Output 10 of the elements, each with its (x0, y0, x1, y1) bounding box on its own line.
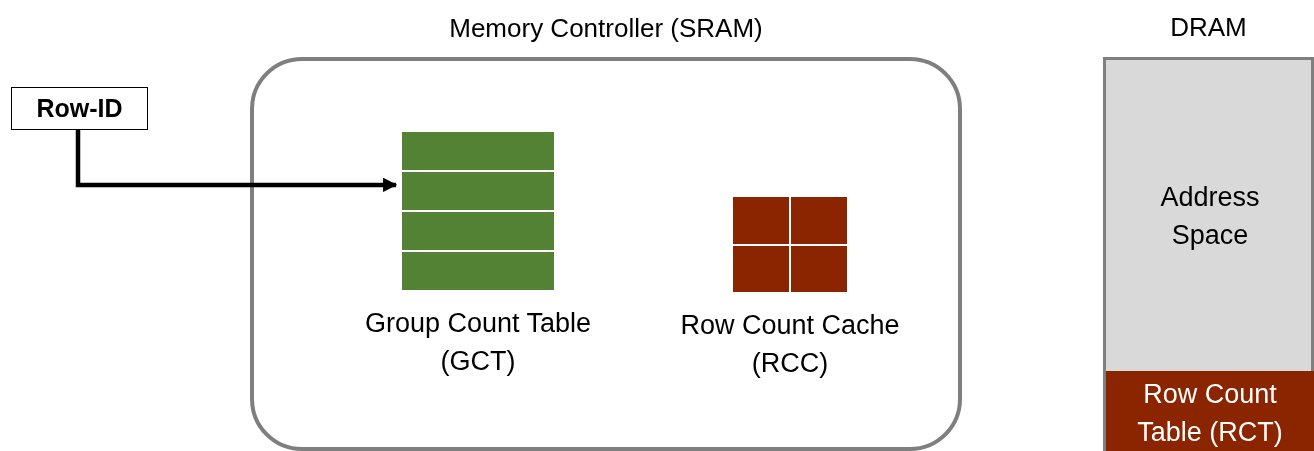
table-caption: Row Count Cache (RCC) (679, 309, 901, 380)
box-heading: Memory Controller (SRAM) (449, 13, 763, 44)
row-id-label: Row-ID (36, 94, 123, 123)
label-box (11, 87, 148, 130)
band-label: Row Count Table (RCT) (1136, 378, 1284, 449)
table-band (1106, 371, 1314, 451)
arrow (75, 130, 398, 193)
region-label: Address Space (1159, 180, 1261, 252)
box-heading: DRAM (1170, 12, 1247, 43)
table-caption: Group Count Table (GCT) (363, 307, 593, 378)
